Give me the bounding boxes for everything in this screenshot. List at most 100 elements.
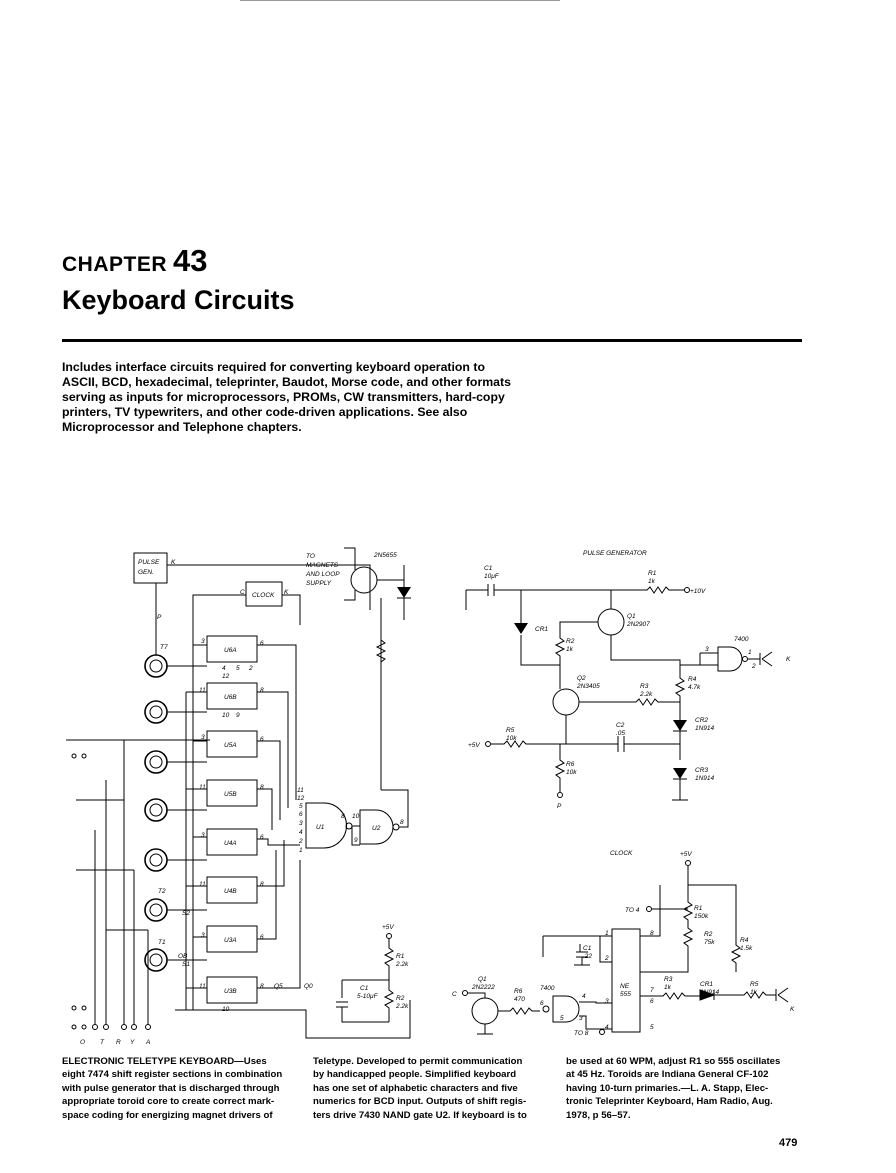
pg-supply: +10V (690, 588, 706, 595)
pg-r2-value: 1k (566, 646, 574, 653)
clock-box (245, 581, 283, 607)
ck-gate-pin: 4 (582, 993, 586, 1000)
chapter-word: CHAPTER (62, 253, 168, 276)
ck-to8: TO 8 (574, 1030, 589, 1037)
ck-q1-wires (468, 992, 493, 1035)
ff-pin: 6 (260, 934, 264, 941)
pg-r3-value: 2.2k (639, 691, 653, 698)
ff-pin: 6 (260, 834, 264, 841)
supply-node (386, 933, 392, 939)
r1-value: 2.2k (395, 961, 409, 968)
pulse-wire (167, 564, 371, 610)
pg-gate-pin: 1 (748, 649, 752, 656)
flipflop-u6b (206, 682, 258, 710)
key-contacts (71, 753, 151, 1030)
ff-label: U5B (224, 791, 237, 798)
caption-line: 1978, p 56–57. (566, 1109, 631, 1121)
gate-pin: 3 (299, 820, 303, 827)
ck-ic-pin: 4 (605, 1024, 609, 1031)
intro-line: Microprocessor and Telephone chapters. (62, 420, 302, 434)
intro-line: ASCII, BCD, hexadecimal, teleprinter, Ba… (62, 375, 511, 389)
ck-gate-pin: 6 (540, 1000, 544, 1007)
ck-gate-wires (579, 1001, 612, 1030)
caption-line: be used at 60 WPM, adjust R1 so 555 osci… (566, 1056, 781, 1067)
r2-value: 2.2k (395, 1003, 409, 1010)
pg-gate (717, 646, 743, 672)
ck-r1-value: 150k (694, 913, 709, 920)
ff-input-wires (186, 644, 207, 989)
ff-pin: 4 (222, 665, 226, 672)
pg-cr2-label: CR2 (695, 717, 708, 724)
ck-r4-label: R4 (740, 937, 749, 944)
ff-pin: 5 (236, 665, 240, 672)
ck-r3-value: 1k (664, 984, 672, 991)
ck-gate-pin: 3 (579, 1015, 583, 1022)
toroid-label: T2 (158, 888, 166, 895)
pg-c1-plates (487, 584, 495, 596)
gate-pin: 9 (354, 837, 358, 844)
caption-line: eight 7474 shift register sections in co… (62, 1069, 283, 1081)
flipflop-u5b (206, 779, 258, 807)
ck-k-label: K (790, 1006, 795, 1013)
caption-line: space coding for energizing magnet drive… (62, 1109, 273, 1121)
ck-cr1-diode (700, 990, 714, 1000)
pg-c2-label: C2 (616, 722, 625, 729)
ck-r5-label: R5 (750, 981, 759, 988)
ck-cr1-label: CR1 (700, 981, 713, 988)
ck-q1-value: 2N2222 (471, 984, 495, 991)
pg-output-contact (759, 651, 773, 667)
ff-pin: 8 (260, 983, 264, 990)
gate-u1 (305, 802, 347, 849)
pg-cr1-diode (514, 623, 528, 634)
caption-line: appropriate toroid core to create correc… (62, 1096, 275, 1108)
pg-r3-label: R3 (640, 683, 649, 690)
key-letter: O (80, 1039, 85, 1046)
toroid-label: T1 (158, 939, 166, 946)
clock-out-wire (282, 594, 301, 625)
pin-c-label: C (240, 589, 245, 596)
pg-gate-pin: 2 (751, 663, 756, 670)
supply-label: +5V (382, 924, 394, 931)
ff-label: U4A (224, 840, 237, 847)
ck-q1-label: Q1 (478, 976, 487, 983)
gate-wires (351, 789, 409, 846)
pg-supply-in: +5V (468, 742, 480, 749)
pg-cr3-label: CR3 (695, 767, 708, 774)
caption-line: ters drive 7430 NAND gate U2. If keyboar… (313, 1109, 527, 1121)
ff-pin: 3 (201, 932, 205, 939)
key-letter: T (100, 1039, 105, 1046)
gate-pin: 10 (352, 813, 360, 820)
caption-line: at 45 Hz. Toroids are Indiana General CF… (566, 1069, 769, 1081)
toroid-label: T7 (160, 644, 168, 651)
ck-timing-network (640, 866, 742, 973)
caption-line: tronic Teleprinter Keyboard, Ham Radio, … (566, 1096, 773, 1108)
key-matrix-wires (66, 739, 210, 1024)
ck-to4-node (646, 906, 652, 912)
pg-cr1-label: CR1 (535, 626, 548, 633)
caption-line: numerics for BCD input. Outputs of shift… (313, 1096, 527, 1108)
gate-u2 (359, 809, 394, 845)
pg-r5-value: 10k (506, 735, 517, 742)
ck-cr1-value: 1N914 (700, 989, 720, 996)
flipflop-u4a (206, 828, 258, 856)
sense-label: S2 (182, 910, 190, 917)
ck-c-label: C (452, 991, 457, 998)
gate-u1-label: U1 (316, 824, 325, 831)
diode-symbol (397, 587, 411, 598)
pg-q2-wires (559, 680, 680, 744)
pg-q1-value: 2N2907 (626, 621, 650, 628)
ck-r1-label: R1 (694, 905, 703, 912)
ff-label: U4B (224, 888, 237, 895)
caption-column-3: be used at 60 WPM, adjust R1 so 555 osci… (566, 1055, 780, 1122)
pg-q1-label: Q1 (627, 613, 636, 620)
sense-label: S1 (182, 961, 190, 968)
transistor-label: 2N5655 (373, 552, 397, 559)
page-number: 479 (779, 1137, 798, 1149)
pg-out-label: P (557, 803, 562, 810)
pg-q1-transistor (597, 608, 625, 636)
ff-label: U5A (224, 742, 237, 749)
ck-r2-label: R2 (704, 931, 713, 938)
ck-ic-label: NE (620, 983, 630, 990)
